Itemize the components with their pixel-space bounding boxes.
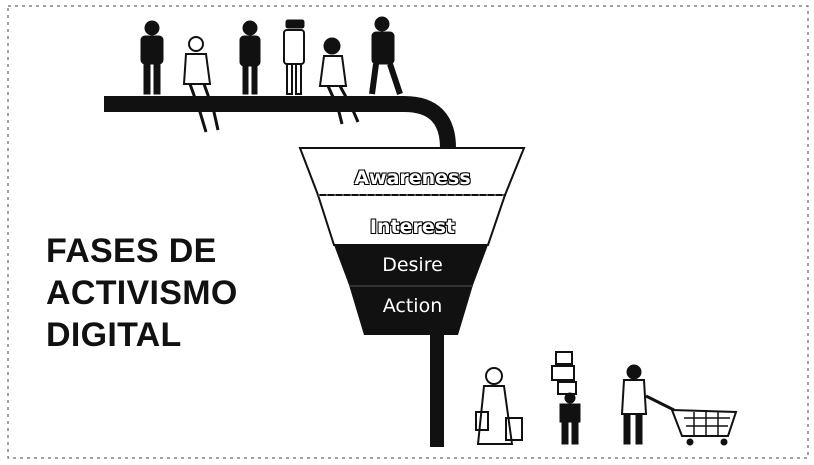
- funnel-stage-desire: [334, 245, 488, 285]
- funnel: [298, 147, 526, 335]
- shopper-with-bags-icon: [475, 367, 523, 445]
- title-line-3: DIGITAL: [46, 316, 182, 354]
- title-line-1: FASES DE: [46, 232, 217, 270]
- person-carrying-boxes-icon: [551, 351, 581, 445]
- bottom-figures: [475, 351, 738, 446]
- person-sitting-icon: [318, 37, 360, 125]
- funnel-stage-action: [349, 285, 473, 335]
- top-figures: [140, 16, 403, 133]
- person-standing-icon: [283, 19, 305, 95]
- frame-border: [7, 5, 809, 459]
- person-standing-icon: [369, 16, 403, 95]
- bottom-pipe: [430, 335, 444, 447]
- stage-label-desire: Desire: [382, 254, 443, 276]
- person-standing-icon: [239, 20, 261, 95]
- person-sitting-icon: [182, 36, 220, 133]
- person-standing-icon: [140, 20, 164, 95]
- title-line-2: ACTIVISMO: [46, 274, 238, 312]
- stage-label-awareness: Awareness: [354, 167, 471, 189]
- stage-label-action: Action: [382, 295, 443, 317]
- top-pipe: [104, 96, 456, 149]
- stage-label-interest: Interest: [369, 216, 456, 238]
- person-with-cart-icon: [620, 364, 738, 446]
